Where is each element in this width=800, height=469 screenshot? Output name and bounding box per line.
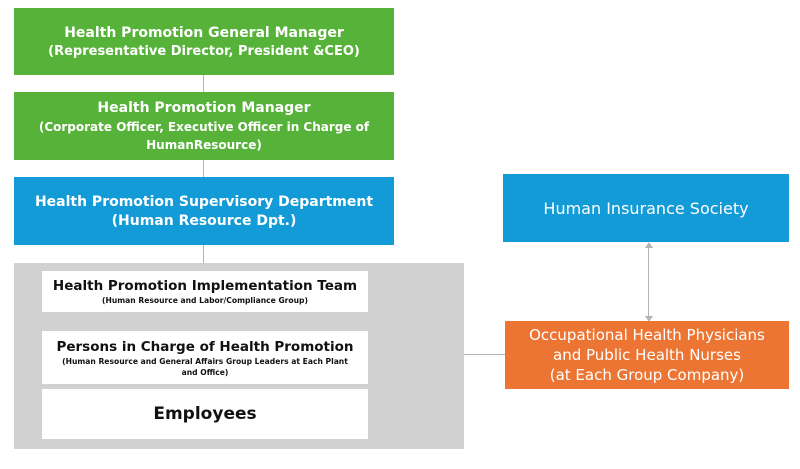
manager-box: Health Promotion Manager (Corporate Offi…: [14, 92, 394, 160]
manager-title: Health Promotion Manager: [97, 100, 311, 116]
supervisory-department-box: Health Promotion Supervisory Department …: [14, 177, 394, 245]
manager-subtitle-line1: (Corporate Officer, Executive Officer in…: [38, 120, 370, 134]
supervisory-subtitle: (Human Resource Dpt.): [111, 213, 297, 229]
implementation-team-title: Health Promotion Implementation Team: [52, 278, 358, 294]
supervisory-title: Health Promotion Supervisory Department: [34, 194, 374, 210]
general-manager-subtitle: (Representative Director, President &CEO…: [48, 43, 360, 59]
occupational-health-box: Occupational Health Physicians and Publi…: [505, 321, 789, 389]
connector-panel-to-occupational: [464, 354, 505, 355]
implementation-team-box: Health Promotion Implementation Team (Hu…: [42, 271, 368, 312]
occupational-health-line2: and Public Health Nurses: [553, 346, 741, 364]
implementation-team-subtitle: (Human Resource and Labor/Compliance Gro…: [102, 296, 308, 305]
connector-supervisory-to-panel: [203, 245, 204, 263]
occupational-health-line1: Occupational Health Physicians: [529, 326, 765, 344]
employees-box: Employees: [42, 389, 368, 439]
insurance-society-title: Human Insurance Society: [543, 198, 749, 218]
manager-subtitle-line2: HumanResource): [146, 138, 262, 152]
connector-gm-to-manager: [203, 75, 204, 92]
insurance-society-box: Human Insurance Society: [503, 174, 789, 242]
double-arrow-line: [648, 246, 649, 318]
connector-manager-to-supervisory: [203, 160, 204, 177]
persons-in-charge-box: Persons in Charge of Health Promotion (H…: [42, 331, 368, 384]
employees-title: Employees: [153, 404, 257, 424]
arrow-up-icon: [645, 242, 653, 248]
general-manager-title: Health Promotion General Manager: [64, 24, 344, 41]
general-manager-box: Health Promotion General Manager (Repres…: [14, 8, 394, 75]
persons-in-charge-title: Persons in Charge of Health Promotion: [56, 338, 354, 355]
arrow-down-icon: [645, 316, 653, 322]
persons-in-charge-subtitle-line1: (Human Resource and General Affairs Grou…: [62, 356, 348, 366]
persons-in-charge-subtitle-line2: and Office): [181, 367, 229, 377]
occupational-health-line3: (at Each Group Company): [549, 366, 745, 384]
